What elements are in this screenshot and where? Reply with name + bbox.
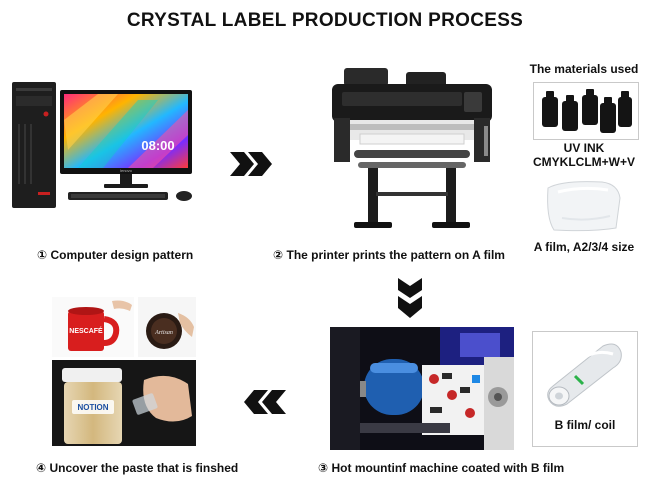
arrow-right-icon <box>230 152 272 176</box>
jar-brand: NOTION <box>77 403 108 412</box>
a-film-label: A film, A2/3/4 size <box>533 240 635 254</box>
mug-brand: NESCAFÉ <box>69 326 103 335</box>
laminator-photo <box>330 327 514 450</box>
sticker-photo: Artisan <box>138 297 196 357</box>
sticker-text: Artisan <box>154 330 173 336</box>
step-1-label: Computer design pattern <box>50 248 194 262</box>
arrow-left-icon <box>244 390 286 414</box>
mug-photo: NESCAFÉ <box>52 297 134 357</box>
a-film-image <box>547 181 621 232</box>
printer-illustration <box>332 68 492 228</box>
uv-ink-label: UV INK <box>563 141 605 155</box>
step-3-marker: ③ <box>318 461 329 475</box>
page-title: CRYSTAL LABEL PRODUCTION PROCESS <box>126 10 524 31</box>
step-4-caption: ④ Uncover the paste that is finshed <box>36 461 238 475</box>
monitor-brand: lenovo <box>120 168 133 173</box>
step-1-caption: ① Computer design pattern <box>37 248 193 262</box>
uv-ink-bottles-image <box>533 82 639 140</box>
arrow-down-icon <box>398 278 422 318</box>
step-2-marker: ② <box>273 248 284 262</box>
step-3-label: Hot mountinf machine coated with B film <box>331 461 565 475</box>
b-film-roll-image <box>547 343 622 407</box>
materials-heading: The materials used <box>529 62 639 76</box>
step-2-caption: ② The printer prints the pattern on A fi… <box>273 248 505 262</box>
step-3-caption: ③ Hot mountinf machine coated with B fil… <box>318 461 564 475</box>
b-film-label: B film/ coil <box>554 418 616 432</box>
jar-photo: NOTION <box>52 360 196 446</box>
step-2-label: The printer prints the pattern on A film <box>286 248 505 262</box>
uv-ink-colors-label: CMYKLCLM+W+V <box>533 155 635 169</box>
step-4-marker: ④ <box>36 461 47 475</box>
b-film-panel: B film/ coil <box>532 331 638 447</box>
step-1-marker: ① <box>37 248 48 262</box>
step-4-label: Uncover the paste that is finshed <box>49 461 239 475</box>
monitor-clock: 08:00 <box>141 138 174 153</box>
computer-illustration: 08:00 lenovo <box>12 82 192 208</box>
